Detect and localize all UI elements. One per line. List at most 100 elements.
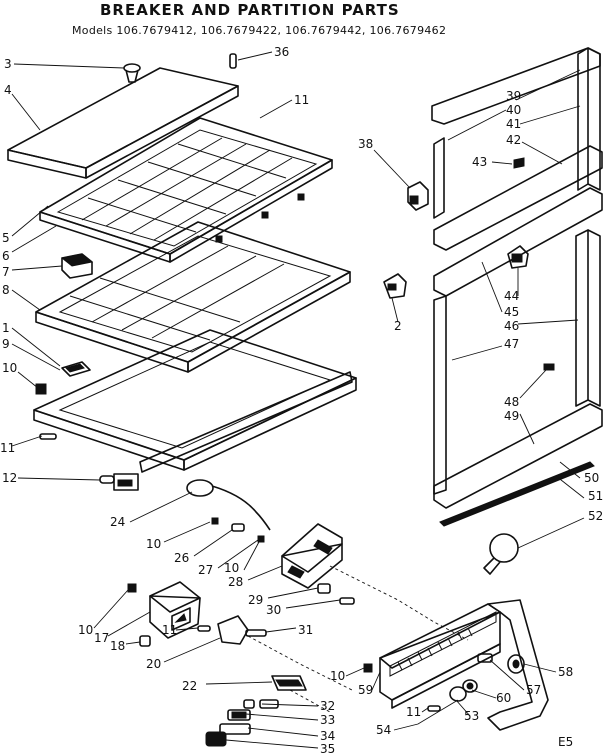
- callout-12: 12: [2, 471, 17, 485]
- callout-9: 9: [2, 337, 10, 351]
- leader-lines: [11, 51, 585, 749]
- callout-36: 36: [274, 45, 289, 59]
- callout-4: 4: [4, 83, 12, 97]
- callout-34: 34: [320, 729, 335, 743]
- tag-part-9: [61, 361, 91, 377]
- callout-31: 31: [298, 623, 313, 637]
- callout-18: 18: [110, 639, 125, 653]
- callout-39: 39: [506, 89, 521, 103]
- callout-57: 57: [526, 683, 541, 697]
- callout-labels: 3 4 36 11 5 6 7 8 1 9 10 11 12 24 10 26 …: [0, 45, 603, 756]
- callout-40: 40: [506, 103, 521, 117]
- bracket-part-10: [35, 383, 47, 395]
- pin-part-11c: [197, 625, 211, 632]
- callout-2: 2: [394, 319, 402, 333]
- callout-1: 1: [2, 321, 10, 335]
- callout-8: 8: [2, 283, 10, 297]
- lower-door-bottom-rail: [433, 403, 603, 509]
- pin-part-36: [229, 53, 237, 69]
- callout-38: 38: [358, 137, 373, 151]
- callout-20: 20: [146, 657, 161, 671]
- callout-58: 58: [558, 665, 573, 679]
- knob-part-60: [462, 679, 478, 693]
- callout-11: 11: [0, 441, 15, 455]
- switch-box-17: [149, 581, 201, 639]
- callout-32: 32: [320, 699, 335, 713]
- callout-47: 47: [504, 337, 519, 351]
- callout-42: 42: [506, 133, 521, 147]
- callout-59: 59: [358, 683, 373, 697]
- callout-26: 26: [174, 551, 189, 565]
- callout-54: 54: [376, 723, 391, 737]
- trim-strip-51: [439, 461, 595, 527]
- knob-part-53: [449, 686, 467, 702]
- socket-parts-32-35: [205, 699, 279, 747]
- callout-43: 43: [472, 155, 487, 169]
- control-panel-housing: [379, 599, 549, 731]
- upper-grille-shelf: [39, 117, 333, 263]
- spring-part-18: [139, 635, 151, 647]
- callout-52: 52: [588, 509, 603, 523]
- callout-10: 10: [2, 361, 17, 375]
- lower-door-right-strip: [575, 229, 601, 407]
- callout-7: 7: [2, 265, 10, 279]
- callout-53: 53: [464, 709, 479, 723]
- clip-part-10e: [363, 663, 373, 673]
- callout-10: 10: [146, 537, 161, 551]
- side-strip-40: [433, 137, 445, 219]
- callout-50: 50: [584, 471, 599, 485]
- callout-41: 41: [506, 117, 521, 131]
- callout-3: 3: [4, 57, 12, 71]
- top-door-gasket: [431, 47, 601, 191]
- sensor-part-24: [186, 479, 271, 531]
- callout-44: 44: [504, 289, 519, 303]
- callout-11: 11: [294, 93, 309, 107]
- fuse-part-30: [339, 597, 355, 605]
- callout-33: 33: [320, 713, 335, 727]
- diagram-subtitle: Models 106.7679412, 106.7679422, 106.767…: [72, 24, 446, 37]
- callout-35: 35: [320, 742, 335, 756]
- lower-door-left-strip: [433, 295, 447, 495]
- callout-49: 49: [504, 409, 519, 423]
- callout-24: 24: [110, 515, 125, 529]
- hinge-part-2: [383, 273, 407, 299]
- partition-tray: [33, 329, 357, 473]
- lens-part-22: [271, 675, 307, 691]
- callout-10: 10: [330, 669, 345, 683]
- lower-grille-shelf: [35, 221, 351, 373]
- fuse-part-29: [317, 583, 331, 594]
- callout-5: 5: [2, 231, 10, 245]
- control-housing-28: [281, 523, 343, 589]
- callout-6: 6: [2, 249, 10, 263]
- actuator-part-20: [217, 615, 267, 645]
- callout-10: 10: [224, 561, 239, 575]
- clip-part-10d: [127, 583, 137, 593]
- wire-terminal-26: [211, 517, 245, 532]
- switch-part-58: [507, 654, 525, 674]
- clip-part-7: [60, 253, 94, 279]
- light-bulb-52: [483, 533, 519, 575]
- clip-part-44: [507, 245, 529, 269]
- callout-48: 48: [504, 395, 519, 409]
- callout-29: 29: [248, 593, 263, 607]
- corner-code: E5: [558, 735, 573, 749]
- light-part-57: [477, 653, 493, 663]
- connector-part-27: [257, 535, 265, 543]
- bracket-part-38: [407, 181, 429, 211]
- clip-part-48: [543, 363, 555, 371]
- clip-part-43: [513, 157, 525, 169]
- callout-28: 28: [228, 575, 243, 589]
- callout-22: 22: [182, 679, 197, 693]
- diagram-title: BREAKER AND PARTITION PARTS: [100, 1, 400, 19]
- callout-11: 11: [162, 623, 177, 637]
- callout-10: 10: [78, 623, 93, 637]
- top-cover-strip: [7, 67, 239, 179]
- callout-27: 27: [198, 563, 213, 577]
- bracket-part-12: [99, 473, 139, 491]
- callout-11: 11: [406, 705, 421, 719]
- callout-17: 17: [94, 631, 109, 645]
- callout-45: 45: [504, 305, 519, 319]
- top-door-bottom-rail: [433, 145, 603, 251]
- callout-30: 30: [266, 603, 281, 617]
